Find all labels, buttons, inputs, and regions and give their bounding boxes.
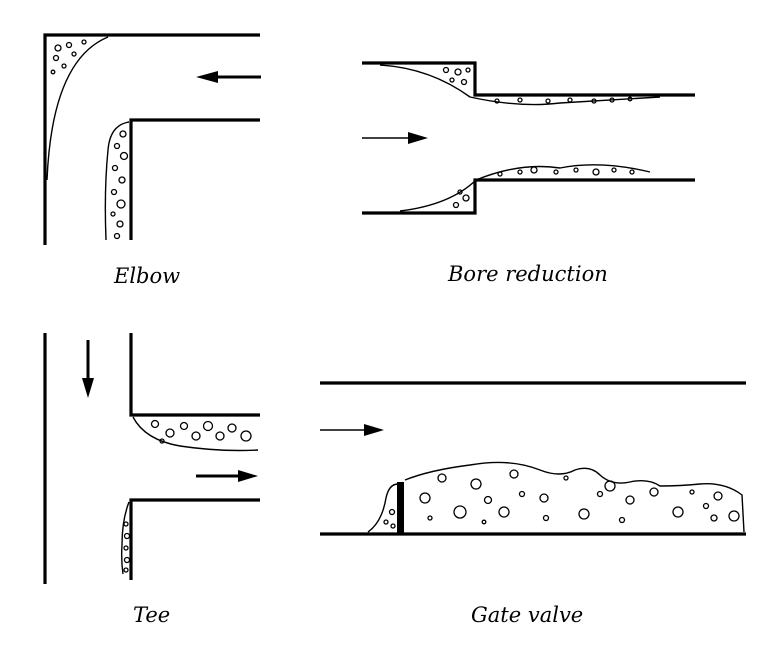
gate-valve-caption: Gate valve (471, 603, 584, 627)
elbow-inner-wall (129, 118, 260, 240)
elbow-wall-bubbles (110, 130, 129, 240)
tee-caption: Tee (133, 603, 171, 627)
tee-upper-wall (129, 333, 260, 417)
bore-bottom-bubbles (452, 166, 635, 209)
tee-branch-deposit (132, 416, 259, 452)
tee-diagram (43, 333, 260, 584)
gate-valve-diagram (320, 381, 746, 536)
gate-flow-arrow (320, 424, 384, 436)
bore-reduction-diagram (362, 61, 695, 215)
elbow-outer-wall (43, 33, 260, 245)
tee-right-arrow (196, 470, 258, 482)
elbow-wall-deposit (104, 121, 130, 241)
elbow-corner-bubbles (50, 39, 87, 75)
tee-branch-bubbles (150, 419, 252, 444)
tee-wall-deposit (120, 501, 130, 575)
tee-down-arrow (82, 340, 94, 398)
bore-bottom-wall (362, 178, 695, 215)
bore-reduction-caption: Bore reduction (448, 262, 608, 286)
elbow-flow-arrow (196, 71, 261, 83)
elbow-diagram (43, 33, 261, 245)
bore-bottom-deposit (399, 164, 651, 212)
tee-lower-wall (129, 498, 260, 580)
gate-downstream-bubbles (419, 469, 740, 525)
gate-upstream-deposit (367, 483, 399, 533)
tee-wall-bubbles (123, 521, 131, 573)
bore-top-bubbles (442, 66, 633, 104)
elbow-corner-deposit (46, 36, 109, 181)
bore-top-deposit (379, 64, 661, 106)
bore-top-wall (362, 61, 695, 97)
gate-plate (397, 482, 404, 534)
gate-upstream-bubbles (383, 508, 396, 529)
bore-flow-arrow (362, 132, 428, 144)
elbow-caption: Elbow (114, 264, 181, 288)
gate-downstream-deposit (404, 461, 745, 533)
